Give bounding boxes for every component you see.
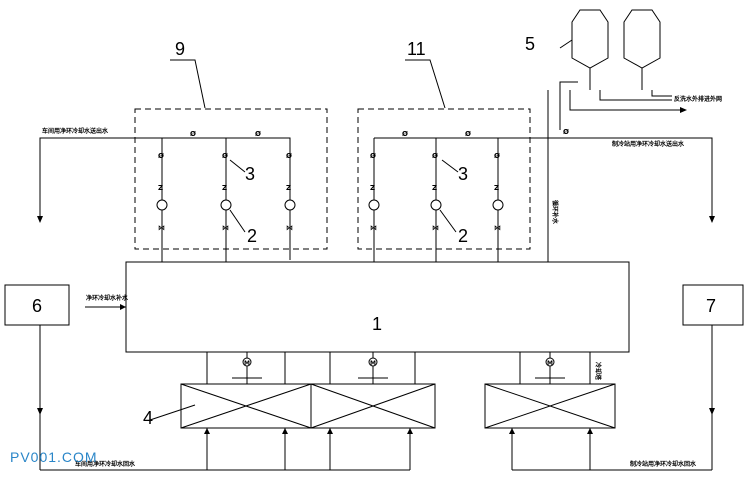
cooling-tower-3 [484, 383, 616, 429]
storage-tank-5a [571, 9, 609, 90]
svg-text:Ø: Ø [494, 152, 500, 160]
svg-text:⋈: ⋈ [370, 224, 377, 232]
label-11: 11 [407, 39, 426, 59]
station-return-label: 制冷站用净环冷却水回水 [630, 460, 697, 468]
pump-column-9c: Ø Z ⋈ [284, 152, 296, 232]
svg-text:Z: Z [370, 184, 375, 192]
svg-text:⋈: ⋈ [222, 224, 229, 232]
svg-text:Z: Z [432, 184, 437, 192]
svg-text:Z: Z [158, 184, 163, 192]
svg-text:Ø: Ø [190, 130, 196, 138]
unit-7 [682, 284, 744, 326]
svg-text:⋈: ⋈ [286, 224, 293, 232]
svg-text:⋈: ⋈ [432, 224, 439, 232]
label-2b: 2 [458, 226, 468, 246]
makeup-label: 净环冷却水补水 [86, 294, 129, 302]
svg-text:Z: Z [286, 184, 291, 192]
label-4: 4 [143, 408, 153, 428]
svg-text:Ø: Ø [158, 152, 164, 160]
svg-text:M: M [244, 360, 250, 367]
workshop-supply-pipe [39, 137, 291, 260]
workshop-return-label: 车间用净环冷却水回水 [75, 460, 136, 468]
pump-column-11c: Ø Z ⋈ [492, 138, 504, 262]
fan-1: M [232, 352, 262, 384]
label-2a: 2 [247, 226, 257, 246]
svg-text:⋈: ⋈ [494, 224, 501, 232]
pump-group-9 [134, 108, 328, 250]
svg-text:Ø: Ø [432, 152, 438, 160]
pump-column-11a: Ø Z ⋈ [368, 138, 380, 262]
svg-text:Ø: Ø [255, 130, 261, 138]
svg-text:Z: Z [494, 184, 499, 192]
fan-3: M [535, 352, 565, 384]
watermark: PV001.COM [10, 449, 98, 465]
workshop-supply-label: 车间用净环冷却水送出水 [42, 127, 109, 135]
label-7: 7 [706, 296, 716, 316]
svg-text:M: M [370, 360, 376, 367]
label-5: 5 [525, 34, 535, 54]
backwash-label: 反洗水外排进外网 [674, 95, 722, 103]
label-3a: 3 [245, 164, 255, 184]
svg-text:M: M [547, 360, 553, 367]
label-9: 9 [175, 39, 185, 59]
svg-text:Ø: Ø [222, 152, 228, 160]
label-6: 6 [32, 296, 42, 316]
svg-text:Ø: Ø [370, 152, 376, 160]
svg-text:Z: Z [222, 184, 227, 192]
svg-text:Ø: Ø [286, 152, 292, 160]
svg-text:Ø: Ø [465, 130, 471, 138]
vertical-pipe-label: 循环补水 [551, 200, 559, 225]
pump-group-11 [357, 108, 531, 250]
storage-tank-5b [623, 9, 661, 90]
svg-text:⋈: ⋈ [158, 224, 165, 232]
label-1: 1 [372, 314, 382, 334]
pump-column-11b: Ø Z ⋈ [430, 138, 442, 262]
station-supply-pipe [560, 137, 713, 222]
fan-2: M [358, 352, 388, 384]
cooling-tower-2 [310, 383, 436, 429]
leader-11 [405, 59, 446, 109]
svg-text:Ø: Ø [402, 130, 408, 138]
svg-text:Ø: Ø [563, 128, 569, 136]
station-supply-label: 制冷站用净环冷却水送出水 [612, 140, 685, 148]
cooling-tower-1 [180, 383, 312, 429]
main-tank [125, 261, 630, 353]
leader-9 [170, 59, 206, 109]
label-3b: 3 [458, 164, 468, 184]
unit-6 [4, 284, 70, 326]
pump-column-9a: Ø Z ⋈ [156, 138, 168, 262]
fan-note: 冷却塔 [594, 362, 602, 381]
pump-column-9b: Ø Z ⋈ [220, 138, 232, 262]
